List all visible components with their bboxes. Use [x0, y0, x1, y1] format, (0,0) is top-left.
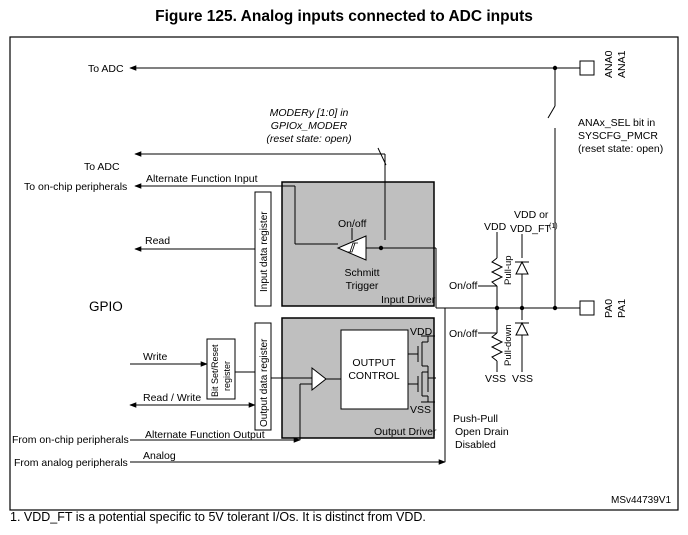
- pa-pad: [579, 300, 595, 316]
- output-control-label-2: CONTROL: [348, 370, 399, 382]
- alt-func-output-label: Alternate Function Output: [145, 429, 265, 441]
- vdd-out-label: VDD: [410, 326, 433, 338]
- figure-title: Figure 125. Analog inputs connected to A…: [155, 8, 533, 25]
- bit-set-reset-label-1: Bit Set/Reset: [210, 344, 220, 397]
- upper-diode: [515, 260, 529, 275]
- read-label: Read: [145, 235, 170, 247]
- read-write-label: Read / Write: [143, 392, 201, 404]
- ana-pad: [579, 60, 595, 76]
- output-data-register: [254, 322, 272, 431]
- pa0-label: PA0: [603, 299, 615, 318]
- alt-func-input-label: Alternate Function Input: [146, 173, 258, 185]
- pa1-label: PA1: [616, 299, 628, 318]
- open-drain-label: Open Drain: [455, 426, 509, 438]
- bit-set-reset-register: [206, 338, 236, 400]
- input-data-register-label: Input data register: [259, 211, 270, 292]
- input-driver-label: Input Driver: [381, 294, 436, 306]
- onoff-pulldown-label: On/off: [449, 328, 477, 340]
- vss-out-label: VSS: [410, 404, 431, 416]
- vdd-or-label: VDD or: [514, 209, 549, 221]
- output-control-box: [340, 329, 409, 410]
- to-adc-mid-label: To ADC: [84, 161, 120, 173]
- lower-diode: [515, 321, 529, 336]
- anax-label-3: (reset state: open): [578, 143, 663, 155]
- moder-label-1: MODERy [1:0] in: [270, 107, 349, 119]
- vss-pulldown-label: VSS: [485, 373, 506, 385]
- footnote: 1. VDD_FT is a potential specific to 5V …: [10, 510, 426, 524]
- disabled-label: Disabled: [455, 439, 496, 451]
- bit-set-reset-label-2: register: [222, 361, 232, 391]
- output-data-register-label: Output data register: [259, 338, 270, 427]
- doc-id-label: MSv44739V1: [611, 495, 671, 506]
- moder-label-3: (reset state: open): [266, 133, 351, 145]
- onoff-schmitt-label: On/off: [338, 218, 366, 230]
- output-control-label-1: OUTPUT: [352, 357, 396, 369]
- diagram-frame: [9, 36, 679, 511]
- push-pull-label: Push-Pull: [453, 413, 498, 425]
- output-driver-label: Output Driver: [374, 426, 437, 438]
- to-onchip-label: To on-chip peripherals: [24, 181, 127, 193]
- schmitt-label-1: Schmitt: [344, 267, 379, 279]
- to-adc-top-label: To ADC: [88, 63, 124, 75]
- onoff-pullup-label: On/off: [449, 280, 477, 292]
- from-onchip-label: From on-chip peripherals: [12, 434, 129, 446]
- vdd-ft-footnote-mark: (1): [549, 223, 558, 230]
- anax-label-2: SYSCFG_PMCR: [578, 130, 658, 142]
- vdd-ft-label: VDD_FT: [510, 223, 551, 235]
- pullup-label: Pull-up: [503, 255, 514, 285]
- vdd-pullup-label: VDD: [484, 221, 507, 233]
- ana0-label: ANA0: [603, 50, 615, 78]
- output-buffer: [311, 366, 327, 392]
- moder-label-2: GPIOx_MODER: [271, 120, 348, 132]
- vss-diode-label: VSS: [512, 373, 533, 385]
- gpio-label: GPIO: [89, 299, 123, 314]
- pulldown-label: Pull-down: [503, 324, 514, 366]
- analog-label: Analog: [143, 450, 176, 462]
- write-label: Write: [143, 351, 167, 363]
- ana1-label: ANA1: [616, 50, 628, 78]
- from-analog-label: From analog peripherals: [14, 457, 128, 469]
- schmitt-label-2: Trigger: [346, 280, 379, 292]
- anax-label-1: ANAx_SEL bit in: [578, 117, 655, 129]
